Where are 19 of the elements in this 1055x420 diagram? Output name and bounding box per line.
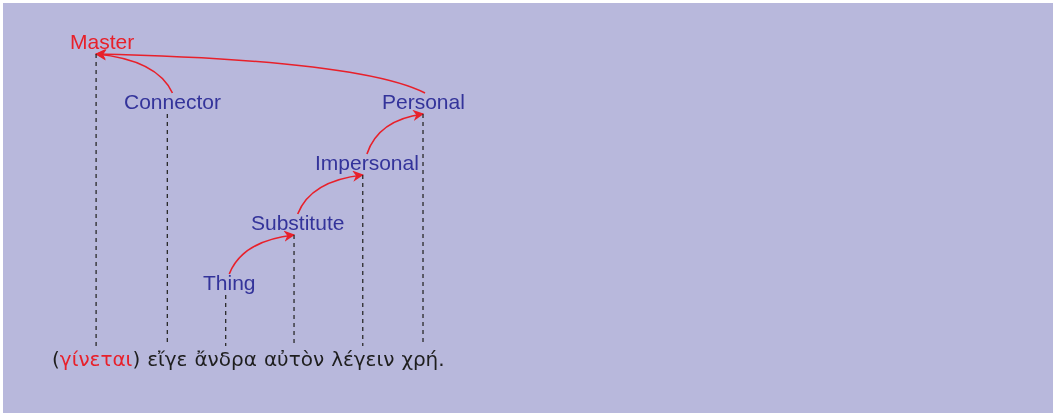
- category-label: Thing: [203, 271, 256, 295]
- dashed-line: [225, 294, 227, 347]
- category-label: Substitute: [251, 211, 345, 235]
- arrow: [366, 110, 425, 155]
- greek-word: ἄνδρα: [194, 346, 257, 372]
- greek-word: αὐτὸν: [263, 346, 325, 372]
- category-label: Impersonal: [315, 151, 419, 175]
- greek-word: λέγειν: [331, 346, 395, 372]
- dashed-line: [362, 174, 364, 347]
- category-label: Personal: [382, 90, 465, 114]
- dashed-line: [95, 53, 97, 347]
- category-label: Master: [70, 30, 135, 54]
- greek-word: εἴγε: [147, 346, 188, 372]
- arrow: [228, 230, 296, 275]
- category-label: Connector: [124, 90, 221, 114]
- arrow: [95, 48, 426, 94]
- greek-word: χρή.: [401, 346, 445, 372]
- arrow: [296, 170, 364, 215]
- greek-word: (γίνεται): [52, 346, 141, 372]
